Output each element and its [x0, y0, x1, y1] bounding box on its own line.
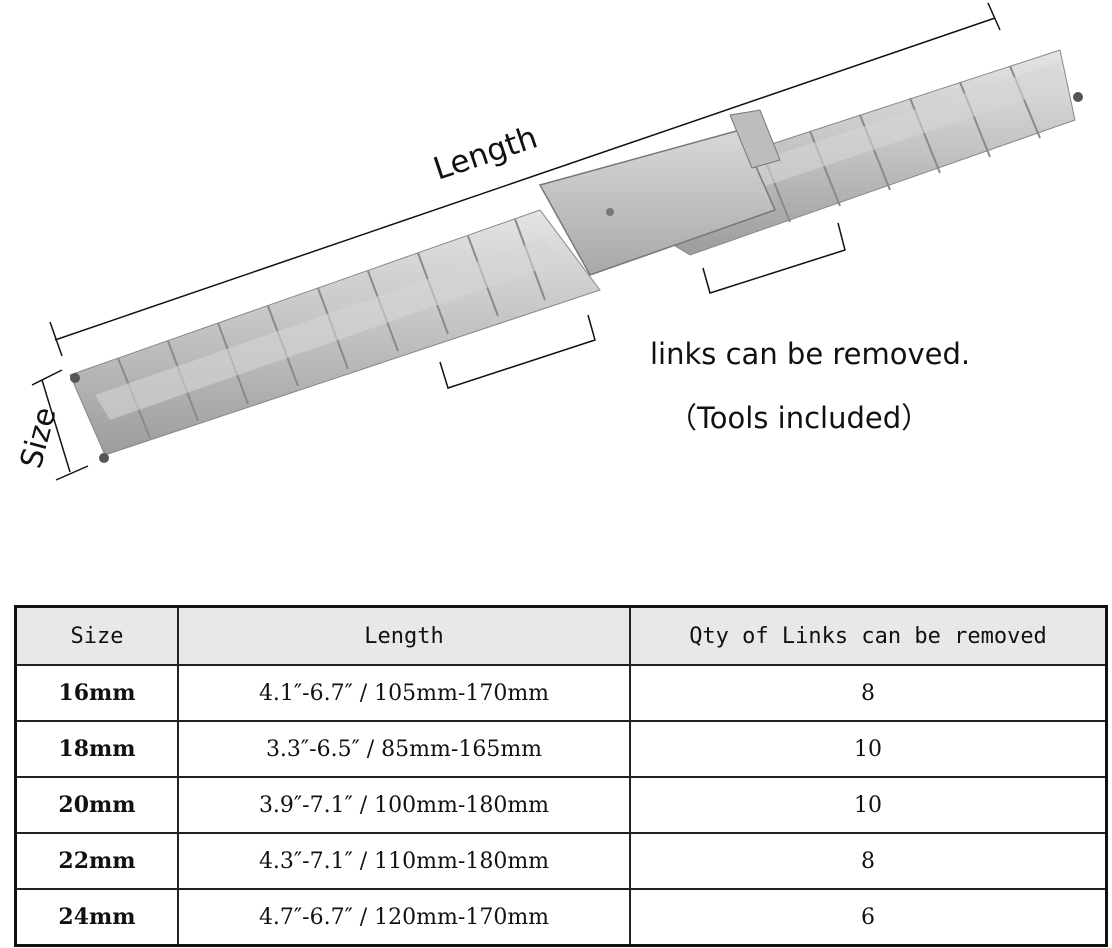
- table-row: 20mm 3.9″-7.1″ / 100mm-180mm 10: [14, 776, 1108, 834]
- cell-size: 24mm: [14, 888, 179, 947]
- size-dimension: [31, 369, 89, 481]
- cell-size: 20mm: [14, 776, 179, 834]
- length-dimension: [49, 2, 1001, 357]
- cell-size: 18mm: [14, 720, 179, 778]
- table-row: 18mm 3.3″-6.5″ / 85mm-165mm 10: [14, 720, 1108, 778]
- header-size: Size: [14, 605, 179, 666]
- table-row: 22mm 4.3″-7.1″ / 110mm-180mm 8: [14, 832, 1108, 890]
- cell-length: 3.3″-6.5″ / 85mm-165mm: [177, 720, 631, 778]
- cell-qty: 6: [629, 888, 1108, 947]
- cell-length: 3.9″-7.1″ / 100mm-180mm: [177, 776, 631, 834]
- cell-qty: 8: [629, 664, 1108, 722]
- removable-links-bracket-left: [439, 314, 596, 389]
- cell-qty: 10: [629, 776, 1108, 834]
- header-qty-links: Qty of Links can be removed: [629, 605, 1108, 666]
- size-spec-table: Size Length Qty of Links can be removed …: [14, 605, 1108, 947]
- caption-links-removed: links can be removed.: [650, 337, 971, 371]
- cell-size: 22mm: [14, 832, 179, 890]
- table-row: 24mm 4.7″-6.7″ / 120mm-170mm 6: [14, 888, 1108, 947]
- cell-length: 4.1″-6.7″ / 105mm-170mm: [177, 664, 631, 722]
- cell-size: 16mm: [14, 664, 179, 722]
- cell-length: 4.3″-7.1″ / 110mm-180mm: [177, 832, 631, 890]
- cell-qty: 8: [629, 832, 1108, 890]
- cell-qty: 10: [629, 720, 1108, 778]
- band-figure: Length Size: [14, 2, 1083, 481]
- caption-tools-included: （Tools included）: [668, 401, 931, 435]
- length-label: Length: [429, 120, 542, 188]
- watch-band-image: [69, 49, 1083, 463]
- removable-links-bracket-right: [702, 222, 846, 294]
- table-header-row: Size Length Qty of Links can be removed: [14, 605, 1108, 666]
- size-label: Size: [14, 404, 64, 473]
- header-length: Length: [177, 605, 631, 666]
- table-row: 16mm 4.1″-6.7″ / 105mm-170mm 8: [14, 664, 1108, 722]
- cell-length: 4.7″-6.7″ / 120mm-170mm: [177, 888, 631, 947]
